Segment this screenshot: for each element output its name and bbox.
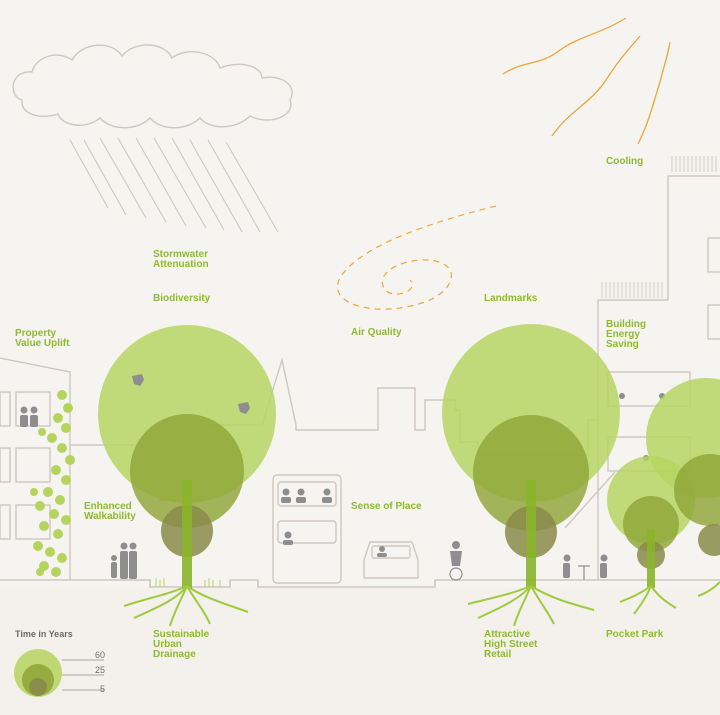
legend-circles	[14, 649, 104, 697]
legend-value-25: 25	[94, 665, 105, 675]
bicycle-wheel	[449, 567, 463, 581]
tree-pocket-park	[607, 378, 720, 615]
tree-centre	[442, 324, 620, 627]
car	[363, 541, 419, 579]
label-building-energy-saving: Building Energy Saving	[606, 319, 646, 350]
tree-left	[98, 325, 276, 627]
air-quality-swirl	[337, 205, 497, 310]
sun-ray-lines	[502, 17, 671, 145]
label-landmarks: Landmarks	[484, 293, 538, 304]
left-building	[0, 357, 71, 580]
label-cooling: Cooling	[606, 156, 644, 167]
label-air-quality: Air Quality	[351, 327, 402, 338]
double-decker-bus	[272, 474, 342, 584]
rain-lines	[69, 137, 279, 233]
legend-value-5: 5	[99, 684, 105, 694]
label-pocket-park: Pocket Park	[606, 629, 664, 640]
climbing-plant	[30, 390, 75, 577]
label-sustainable-urban-drainage: Sustainable Urban Drainage	[153, 629, 210, 660]
label-stormwater-attenuation: Stormwater Attenuation	[153, 249, 209, 270]
label-enhanced-walkability: Enhanced Walkability	[84, 501, 136, 522]
label-biodiversity: Biodiversity	[153, 293, 211, 304]
legend-value-60: 60	[94, 650, 105, 660]
label-property-value-uplift: Property Value Uplift	[15, 328, 70, 349]
label-sense-of-place: Sense of Place	[351, 501, 422, 512]
ground-line	[0, 579, 720, 588]
label-attractive-high-street-retail: Attractive High Street Retail	[484, 629, 538, 660]
legend-title: Time in Years	[15, 629, 73, 639]
cloud-icon	[12, 44, 293, 129]
